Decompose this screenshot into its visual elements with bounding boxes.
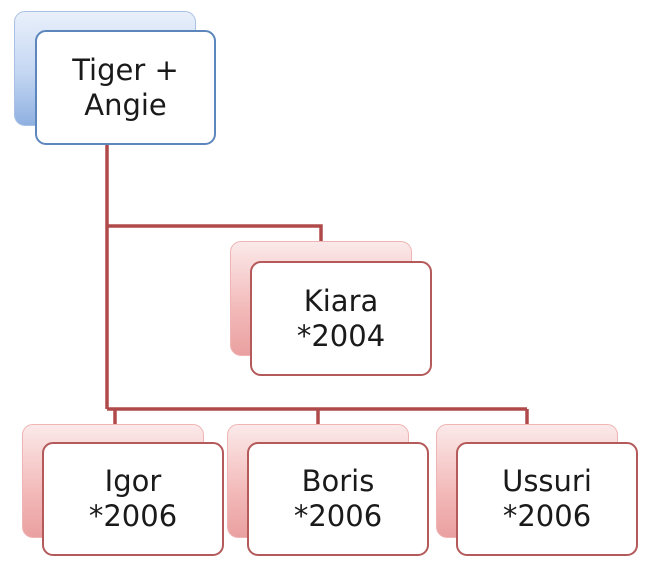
node-label-line2: *2006 bbox=[502, 499, 592, 533]
node-box: Tiger + Angie bbox=[35, 30, 216, 145]
node-label-line2: Angie bbox=[84, 87, 167, 122]
node-label-line2: *2006 bbox=[293, 499, 383, 533]
node-box: Boris *2006 bbox=[247, 442, 429, 556]
node-label-line1: Ussuri bbox=[502, 464, 592, 498]
node-label-line1: Boris bbox=[301, 464, 375, 498]
connector-kiara bbox=[107, 224, 323, 241]
node-box: Igor *2006 bbox=[42, 442, 224, 556]
node-box: Kiara *2004 bbox=[250, 261, 432, 376]
node-label-line1: Kiara bbox=[303, 283, 379, 318]
node-label-line1: Igor bbox=[104, 464, 162, 498]
node-label-line1: Tiger + bbox=[72, 52, 179, 87]
node-box: Ussuri *2006 bbox=[456, 442, 638, 556]
node-label-line2: *2006 bbox=[88, 499, 178, 533]
node-label-line2: *2004 bbox=[296, 318, 386, 353]
